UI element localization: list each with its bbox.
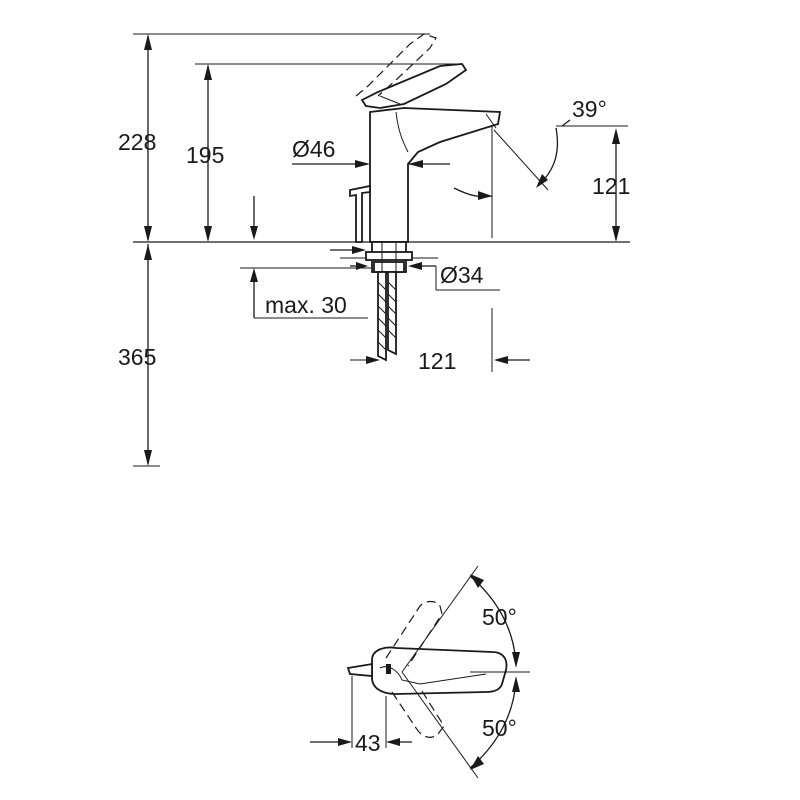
dimension-spout-angle [453,119,571,200]
lever-open-dashed [355,33,437,97]
dimension-projection [491,308,530,372]
dimension-outlet-height [612,128,620,242]
dimension-below-deck [144,244,152,466]
label-swing-upper: 50° [482,604,517,630]
label-projection: 121 [418,348,456,374]
mounting-assembly [340,241,438,273]
pop-up-rod [349,184,371,243]
top-view-spout [371,646,508,695]
dimension-swing-upper [469,574,520,668]
flexible-hoses [350,271,397,364]
dimension-spout-height [204,64,212,242]
faucet-body [369,107,502,243]
top-view: 50° 50° 43 [310,565,530,779]
label-body-diameter: Ø46 [292,136,335,162]
label-total-height: 228 [118,129,156,155]
label-spout-angle: 39° [572,96,607,122]
dimension-swing-lower [469,676,520,770]
dimension-body-diameter [292,160,450,168]
dimension-lever-offset [310,738,412,746]
swung-spout-lower [391,687,445,738]
label-spout-height: 195 [186,142,224,168]
deck-thickness-top-arrow [250,196,258,240]
lever-closed [360,63,468,109]
label-max-thickness: max. 30 [265,292,347,318]
label-hose-diameter: Ø34 [440,262,484,288]
dimension-total-height [144,34,152,242]
label-swing-lower: 50° [482,715,517,741]
top-view-lever [346,662,373,677]
side-view: 228 195 365 Ø46 [118,33,630,467]
label-below-deck: 365 [118,344,156,370]
label-lever-offset: 43 [355,730,381,756]
label-outlet-height: 121 [592,173,630,199]
swung-spout-upper [385,600,443,667]
dimension-hose-diameter [408,262,500,291]
dimension-max-thickness [240,267,372,319]
